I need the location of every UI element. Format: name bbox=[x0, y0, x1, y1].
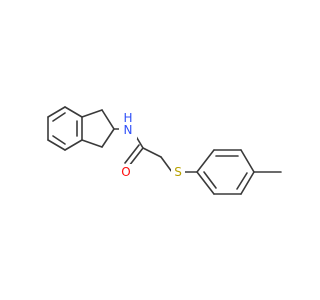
double-bond-inner bbox=[52, 112, 66, 122]
hydrogen-label: H bbox=[123, 111, 132, 125]
bond bbox=[142, 147, 162, 158]
double-bond-inner bbox=[236, 172, 248, 190]
double-bond-inner bbox=[203, 171, 217, 189]
bond bbox=[47, 139, 66, 151]
bond bbox=[81, 109, 103, 118]
bond bbox=[196, 149, 215, 173]
nitrogen-label: N bbox=[124, 123, 133, 137]
bond bbox=[81, 139, 103, 148]
carbonyl-double-bond bbox=[124, 144, 140, 164]
double-bond-inner bbox=[52, 135, 66, 145]
bond bbox=[196, 171, 215, 195]
bond bbox=[240, 171, 255, 195]
indane-cyclopentane-ring bbox=[81, 109, 115, 148]
bond bbox=[240, 149, 255, 173]
molecule-structure-diagram: N H O S bbox=[47, 106, 282, 195]
bond bbox=[101, 109, 115, 130]
oxygen-label: O bbox=[121, 165, 130, 179]
bond bbox=[64, 106, 83, 118]
bond bbox=[101, 128, 115, 148]
carbonyl-double-bond bbox=[128, 147, 144, 167]
oxygen-atom: O bbox=[119, 164, 133, 180]
tolyl-ring bbox=[196, 149, 282, 195]
sulfur-label: S bbox=[174, 165, 182, 179]
sulfur-atom: S bbox=[171, 164, 185, 180]
indane-benzene-ring bbox=[47, 106, 83, 151]
bond bbox=[47, 106, 66, 118]
bond bbox=[64, 139, 83, 151]
bond bbox=[160, 156, 173, 173]
nitrogen-atom: N H bbox=[119, 111, 137, 139]
